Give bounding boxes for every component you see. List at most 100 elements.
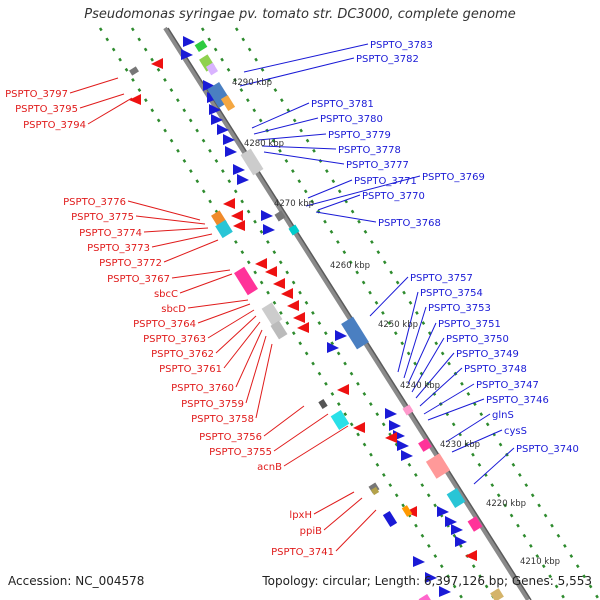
right-gene-label: PSPTO_3780 (320, 114, 383, 125)
left-gene-label: lpxH (289, 510, 312, 521)
left-leader-line (143, 227, 209, 233)
right-leader-line (445, 413, 491, 443)
gene-block-25 (129, 66, 139, 76)
gene-block-8 (215, 219, 233, 239)
left-leader-line (127, 200, 201, 221)
left-leader-line (223, 321, 261, 369)
reverse-gene-6 (255, 258, 267, 269)
left-gene-label: PSPTO_3759 (181, 399, 244, 410)
right-leader-line (261, 145, 337, 150)
left-leader-line (335, 509, 377, 552)
right-leader-line (257, 133, 327, 141)
forward-gene-8 (223, 134, 235, 145)
left-leader-line (245, 335, 267, 404)
right-gene-label: glnS (492, 410, 514, 421)
ring-dots-4 (234, 27, 600, 600)
right-leader-line (251, 102, 310, 129)
forward-gene-9 (225, 146, 237, 157)
left-leader-line (273, 413, 329, 452)
forward-gene-24 (455, 536, 467, 547)
genome-summary-text: Topology: circular; Length: 6,397,126 bp… (262, 574, 592, 588)
gene-block-17 (446, 488, 466, 508)
gene-block-12 (341, 316, 369, 350)
gene-block-6 (240, 148, 264, 176)
gene-block-15 (418, 438, 432, 452)
gene-block-10 (261, 302, 283, 326)
reverse-gene-13 (337, 384, 349, 395)
gene-block-20 (401, 505, 413, 517)
forward-gene-6 (211, 114, 223, 125)
left-gene-label: sbcC (154, 289, 178, 300)
left-gene-label: PSPTO_3775 (71, 212, 134, 223)
left-leader-line (135, 215, 206, 225)
right-leader-line (427, 398, 485, 421)
right-leader-line (473, 447, 515, 485)
right-gene-label: PSPTO_3740 (516, 444, 579, 455)
left-gene-label: PSPTO_3764 (133, 319, 196, 330)
left-gene-label: PSPTO_3767 (107, 274, 170, 285)
right-leader-line (307, 179, 353, 199)
left-gene-label: PSPTO_3756 (199, 432, 262, 443)
forward-gene-7 (217, 124, 229, 135)
left-gene-label: PSPTO_3761 (159, 364, 222, 375)
left-gene-label: PSPTO_3773 (87, 243, 150, 254)
reverse-gene-3 (223, 198, 235, 209)
left-gene-label: acnB (257, 462, 282, 473)
gene-block-11 (270, 320, 288, 340)
left-leader-line (197, 303, 251, 324)
right-leader-line (451, 429, 503, 453)
right-leader-line (239, 57, 355, 87)
left-gene-label: PSPTO_3772 (99, 258, 162, 269)
ring-dots-2 (130, 27, 497, 600)
forward-gene-10 (233, 164, 245, 175)
left-gene-label: PSPTO_3797 (5, 89, 68, 100)
right-gene-label: PSPTO_3746 (486, 395, 549, 406)
reverse-gene-4 (231, 210, 243, 221)
right-gene-label: PSPTO_3779 (328, 130, 391, 141)
left-gene-label: PSPTO_3794 (23, 120, 86, 131)
left-leader-line (323, 497, 363, 531)
gene-block-9 (234, 266, 258, 296)
reverse-gene-8 (273, 278, 285, 289)
right-leader-line (419, 367, 463, 407)
reverse-gene-10 (287, 300, 299, 311)
gene-features (129, 36, 504, 600)
right-gene-label: PSPTO_3751 (438, 319, 501, 330)
right-leader-line (397, 291, 419, 373)
reverse-gene-16 (405, 506, 417, 517)
forward-gene-1 (183, 36, 195, 47)
left-gene-label: sbcD (161, 304, 186, 315)
left-gene-label: PSPTO_3760 (171, 383, 234, 394)
forward-gene-20 (401, 450, 413, 461)
forward-gene-2 (181, 49, 193, 60)
forward-gene-25 (413, 556, 425, 567)
reverse-gene-17 (465, 550, 477, 561)
accession-text: Accession: NC_004578 (8, 574, 145, 588)
right-leader-line (315, 211, 377, 223)
gene-block-23 (288, 224, 300, 236)
forward-gene-13 (263, 224, 275, 235)
right-gene-label: cysS (504, 426, 527, 437)
reverse-gene-5 (233, 220, 245, 231)
left-leader-line (283, 425, 349, 467)
right-leader-line (243, 43, 369, 73)
gene-block-18 (467, 516, 483, 532)
forward-gene-19 (397, 440, 409, 451)
reverse-gene-7 (265, 266, 277, 277)
forward-gene-14 (335, 330, 347, 341)
gene-labels: PSPTO_3783PSPTO_3782PSPTO_3781PSPTO_3780… (5, 40, 579, 558)
left-gene-label: PSPTO_3763 (143, 334, 206, 345)
right-gene-label: PSPTO_3770 (362, 191, 425, 202)
left-leader-line (79, 93, 125, 109)
scale-tick-label: 4220 kbp (486, 499, 526, 509)
right-leader-line (263, 151, 345, 165)
right-gene-label: PSPTO_3768 (378, 218, 441, 229)
left-gene-label: PSPTO_3755 (209, 447, 272, 458)
dotted-ring-lines (98, 27, 600, 600)
left-gene-label: PSPTO_3774 (79, 228, 142, 239)
forward-gene-12 (261, 210, 273, 221)
reverse-gene-12 (297, 322, 309, 333)
gene-block-27 (418, 593, 432, 600)
left-gene-label: ppiB (300, 526, 322, 537)
